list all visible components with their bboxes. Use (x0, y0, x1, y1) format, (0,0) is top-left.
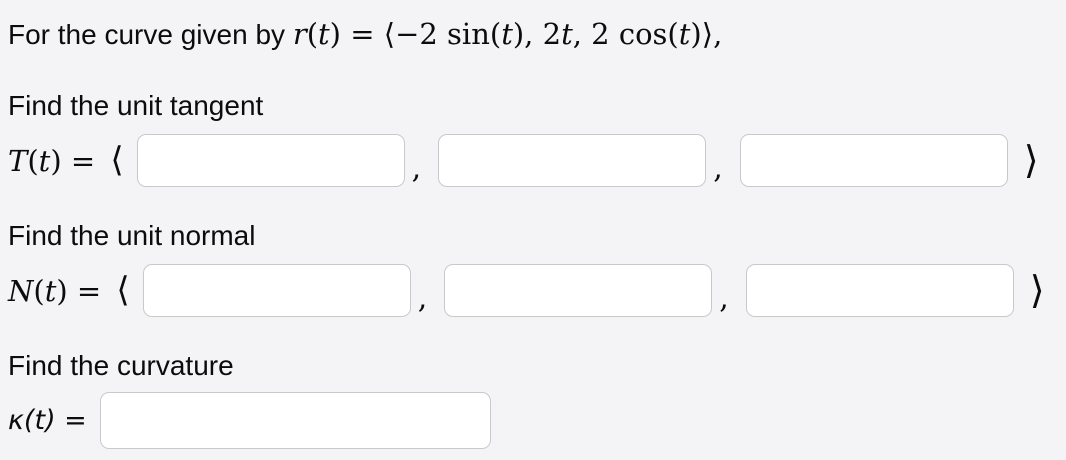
unit-tangent-row: T(t) = ⟨ , , ⟩ (8, 131, 1066, 189)
separator-comma: , (719, 281, 729, 316)
separator-comma: , (417, 281, 428, 316)
unit-tangent-label: T(t) = ⟨ (8, 139, 124, 180)
problem-intro-text: For the curve given by (8, 19, 293, 50)
unit-normal-component-2-input[interactable] (444, 263, 713, 317)
unit-normal-component-3-input[interactable] (745, 263, 1014, 317)
prompt-unit-normal: Find the unit normal (8, 220, 256, 251)
prompt-unit-tangent: Find the unit tangent (8, 90, 264, 121)
right-angle-bracket: ⟩ (1029, 268, 1045, 312)
left-angle-bracket: ⟨ (116, 269, 130, 310)
curvature-row: κ(t) = (8, 391, 1066, 449)
curvature-label: κ(t) = (8, 404, 87, 436)
prompt-curvature: Find the curvature (8, 350, 234, 381)
right-angle-bracket: ⟩ (1023, 138, 1039, 182)
unit-tangent-component-3-input[interactable] (739, 133, 1008, 187)
curvature-input[interactable] (99, 391, 491, 449)
unit-normal-row: N(t) = ⟨ , , ⟩ (8, 261, 1066, 319)
unit-tangent-component-2-input[interactable] (438, 133, 707, 187)
problem-statement: For the curve given by r(t) = ⟨−2 sin(t)… (8, 12, 1066, 57)
problem-page: For the curve given by r(t) = ⟨−2 sin(t)… (8, 12, 1066, 449)
separator-comma: , (411, 151, 422, 186)
unit-normal-component-1-input[interactable] (142, 263, 411, 317)
separator-comma: , (713, 151, 723, 186)
unit-normal-label: N(t) = ⟨ (8, 269, 130, 310)
unit-tangent-component-1-input[interactable] (136, 133, 405, 187)
left-angle-bracket: ⟨ (110, 139, 124, 180)
curve-equation: r(t) = ⟨−2 sin(t), 2t, 2 cos(t)⟩, (292, 17, 723, 51)
